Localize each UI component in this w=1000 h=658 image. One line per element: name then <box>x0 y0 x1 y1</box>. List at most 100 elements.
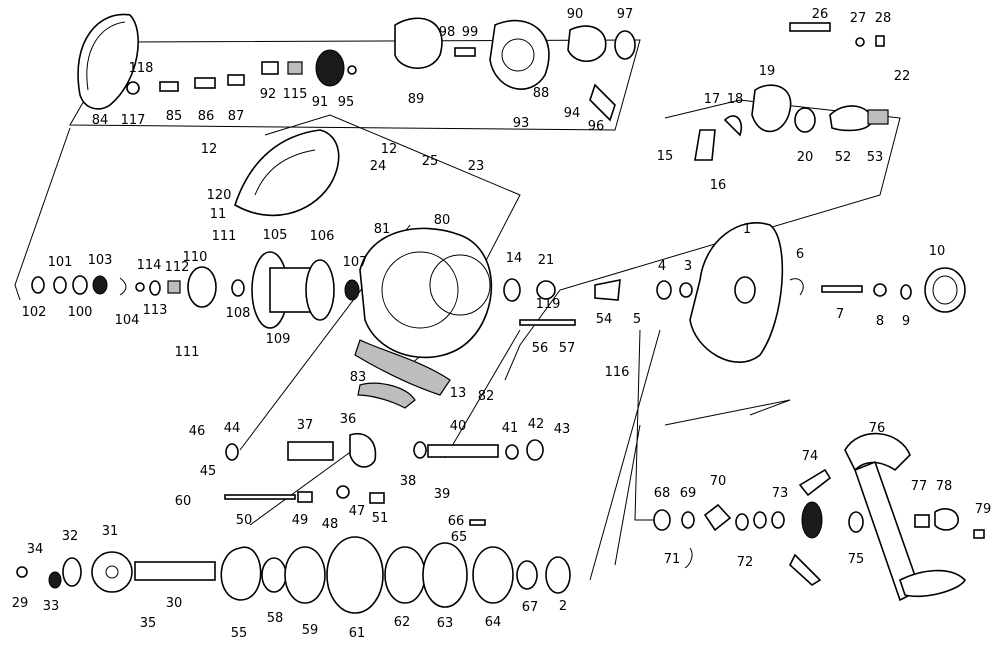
part-number-label: 85 <box>166 109 183 124</box>
level-wind-parts <box>224 382 544 504</box>
part-number-label: 8 <box>876 314 884 329</box>
part-number-label: 15 <box>657 149 674 164</box>
part-number-label: 81 <box>374 222 391 237</box>
part-number-label: 114 <box>137 258 162 273</box>
part-number-label: 120 <box>207 188 232 203</box>
part-number-label: 47 <box>349 504 366 519</box>
part-number-label: 28 <box>875 11 892 26</box>
part-number-label: 57 <box>559 341 576 356</box>
part-number-label: 12 <box>201 142 218 157</box>
part-number-label: 90 <box>567 7 584 22</box>
part-number-label: 55 <box>231 626 248 641</box>
part-number-label: 119 <box>536 297 561 312</box>
part-number-label: 24 <box>370 159 387 174</box>
part-number-label: 77 <box>911 479 928 494</box>
part-number-label: 25 <box>422 154 439 169</box>
handle-assembly <box>653 432 985 602</box>
part-number-label: 32 <box>62 529 79 544</box>
part-number-label: 52 <box>835 150 852 165</box>
drive-shaft-right <box>789 267 966 313</box>
part-number-label: 51 <box>372 511 389 526</box>
part-number-label: 115 <box>283 87 308 102</box>
part-number-label: 84 <box>92 113 109 128</box>
part-number-label: 26 <box>812 7 829 22</box>
part-number-label: 70 <box>710 474 727 489</box>
part-number-label: 41 <box>502 421 519 436</box>
part-number-label: 109 <box>266 332 291 347</box>
part-number-label: 33 <box>43 599 60 614</box>
part-number-label: 27 <box>850 11 867 26</box>
part-number-label: 42 <box>528 417 545 432</box>
part-number-label: 111 <box>212 229 237 244</box>
part-number-label: 67 <box>522 600 539 615</box>
part-number-label: 88 <box>533 86 550 101</box>
part-number-label: 43 <box>554 422 571 437</box>
part-number-label: 9 <box>902 314 910 329</box>
part-number-label: 103 <box>88 253 113 268</box>
part-number-label: 63 <box>437 616 454 631</box>
part-number-label: 36 <box>340 412 357 427</box>
mid-right-parts <box>344 278 693 326</box>
part-number-label: 37 <box>297 418 314 433</box>
part-number-label: 117 <box>121 113 146 128</box>
part-number-label: 49 <box>292 513 309 528</box>
part-number-label: 104 <box>115 313 140 328</box>
part-number-label: 101 <box>48 255 73 270</box>
part-number-label: 30 <box>166 596 183 611</box>
part-number-label: 54 <box>596 312 613 327</box>
part-number-label: 44 <box>224 421 241 436</box>
side-plate-1 <box>689 222 784 363</box>
part-number-label: 20 <box>797 150 814 165</box>
part-number-label: 34 <box>27 542 44 557</box>
part-number-label: 1 <box>743 222 751 237</box>
part-number-label: 6 <box>796 247 804 262</box>
part-number-label: 83 <box>350 370 367 385</box>
part-number-label: 95 <box>338 95 355 110</box>
part-number-label: 50 <box>236 513 253 528</box>
part-number-label: 21 <box>538 253 555 268</box>
part-number-label: 76 <box>869 421 886 436</box>
part-number-label: 4 <box>658 259 666 274</box>
part-number-label: 39 <box>434 487 451 502</box>
part-number-label: 71 <box>664 552 681 567</box>
left-axis-parts <box>31 266 245 308</box>
part-number-label: 7 <box>836 307 844 322</box>
part-number-label: 87 <box>228 109 245 124</box>
part-number-label: 79 <box>975 502 992 517</box>
part-number-label: 38 <box>400 474 417 489</box>
part-number-label: 58 <box>267 611 284 626</box>
part-number-label: 29 <box>12 596 29 611</box>
part-number-label: 2 <box>559 599 567 614</box>
part-number-label: 80 <box>434 213 451 228</box>
part-number-label: 11 <box>210 207 227 222</box>
part-number-label: 82 <box>478 389 495 404</box>
part-number-label: 65 <box>451 530 468 545</box>
part-number-label: 118 <box>129 61 154 76</box>
spool-105 <box>251 251 335 329</box>
part-number-label: 53 <box>867 150 884 165</box>
part-number-label: 89 <box>408 92 425 107</box>
part-number-label: 97 <box>617 7 634 22</box>
part-number-label: 45 <box>200 464 217 479</box>
part-number-label: 13 <box>450 386 467 401</box>
part-number-label: 93 <box>513 116 530 131</box>
part-number-label: 113 <box>143 303 168 318</box>
top-right-parts <box>694 22 889 161</box>
side-cover-84 <box>77 13 139 110</box>
part-number-label: 74 <box>802 449 819 464</box>
part-number-label: 48 <box>322 517 339 532</box>
part-number-label: 31 <box>102 524 119 539</box>
part-number-label: 78 <box>936 479 953 494</box>
part-number-label: 62 <box>394 615 411 630</box>
part-number-label: 14 <box>506 251 523 266</box>
part-number-label: 110 <box>183 250 208 265</box>
part-number-label: 91 <box>312 95 329 110</box>
part-number-label: 19 <box>759 64 776 79</box>
part-number-label: 86 <box>198 109 215 124</box>
clutch-parts-top <box>394 17 636 122</box>
part-number-label: 5 <box>633 312 641 327</box>
part-number-label: 106 <box>310 229 335 244</box>
part-number-label: 10 <box>929 244 946 259</box>
